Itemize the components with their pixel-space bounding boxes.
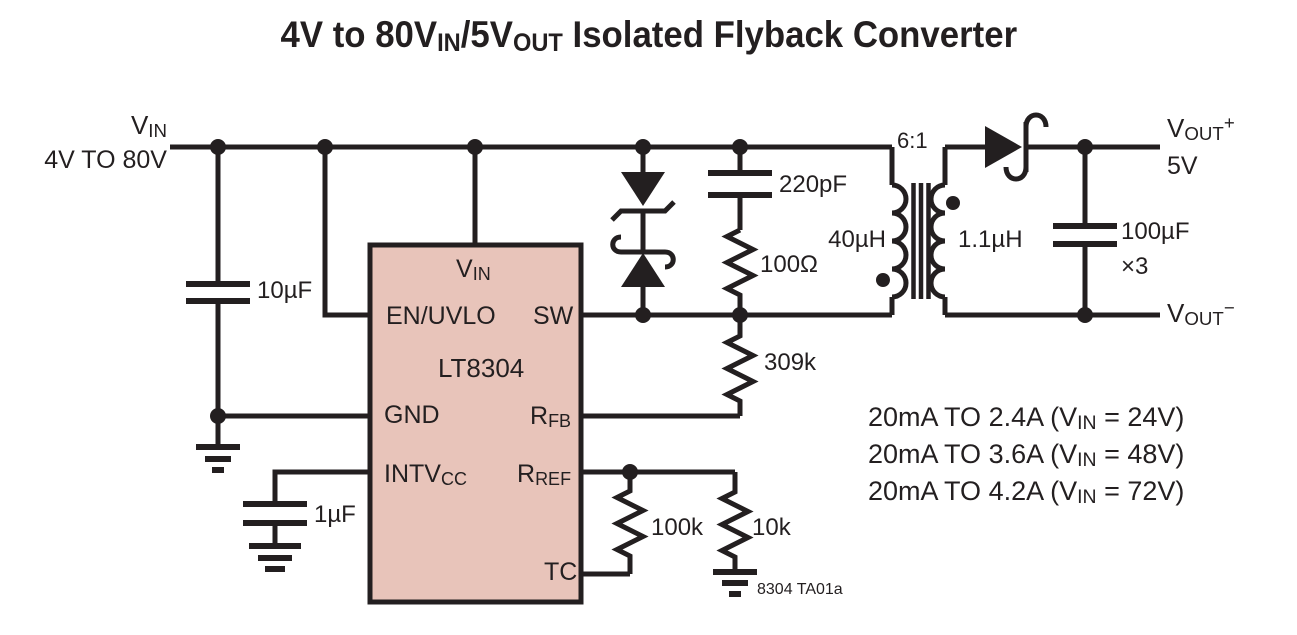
title-part2: /5V xyxy=(460,14,513,55)
pin-label-sw: SW xyxy=(533,302,574,330)
pin-rfb-sub: FB xyxy=(548,411,572,432)
label-primary-inductance: 40µH xyxy=(828,226,886,253)
output-voltage-label: 5V xyxy=(1167,152,1198,180)
intvcc-cap-1uf xyxy=(243,469,370,546)
load-note-line: 20mA TO 2.4A (VIN = 24V) xyxy=(868,400,1184,437)
output-neg-label: VOUT− xyxy=(1167,297,1235,330)
vout-neg-sup: − xyxy=(1223,297,1235,319)
junction-dots xyxy=(210,139,1093,480)
vout-pos-sup: + xyxy=(1223,112,1235,134)
label-ref-res-value: 100k xyxy=(651,514,704,541)
note1-post: = 48V) xyxy=(1096,439,1185,469)
label-snubber-res-value: 100Ω xyxy=(760,251,818,278)
label-tc-res-value: 10k xyxy=(752,514,791,541)
note2-post: = 72V) xyxy=(1096,476,1185,506)
title-part3: Isolated Flyback Converter xyxy=(562,14,1017,55)
load-capability-notes: 20mA TO 2.4A (VIN = 24V) 20mA TO 3.6A (V… xyxy=(868,400,1184,511)
tc-ground-symbol xyxy=(713,569,757,597)
snubber-network xyxy=(708,147,772,315)
input-vin-sub: IN xyxy=(148,120,167,142)
pin-intvcc-base: INTV xyxy=(384,460,441,488)
ic-body xyxy=(367,242,584,605)
pin-label-intvcc: INTVCC xyxy=(384,460,467,490)
ic-part-number: LT8304 xyxy=(438,353,525,383)
label-fb-res-value: 309k xyxy=(764,349,817,376)
transformer xyxy=(876,147,960,315)
vout-neg-sub: OUT xyxy=(1184,308,1224,330)
output-cap-100uf xyxy=(1053,147,1117,315)
input-ground-symbol xyxy=(196,416,240,473)
primary-phase-dot xyxy=(876,273,890,287)
label-input-cap-value: 10µF xyxy=(257,277,313,304)
pin-vin-base: V xyxy=(456,255,473,283)
label-secondary-inductance: 1.1µH xyxy=(958,226,1023,253)
pin-vin-sub: IN xyxy=(472,264,491,285)
pin-intvcc-sub: CC xyxy=(440,469,467,490)
fb-resistor-309k xyxy=(581,315,759,419)
vout-neg-base: V xyxy=(1167,298,1185,328)
input-bypass-cap-10uf xyxy=(186,147,250,416)
enuvlo-wire xyxy=(322,147,370,318)
title-part1: 4V to 80V xyxy=(280,14,437,55)
figure-reference: 8304 TA01a xyxy=(757,581,843,598)
note2-pre: 20mA TO 4.2A (V xyxy=(868,476,1078,506)
pin-label-enuvlo: EN/UVLO xyxy=(386,302,496,330)
load-note-line: 20mA TO 4.2A (VIN = 72V) xyxy=(868,474,1184,511)
label-output-cap-value: 100µF xyxy=(1121,218,1190,245)
vout-pos-base: V xyxy=(1167,113,1185,143)
pin-rref-base: R xyxy=(517,460,536,488)
ref-resistor-100k xyxy=(581,472,649,577)
pin-label-vin: VIN xyxy=(456,255,491,285)
figure-title: 4V to 80VIN/5VOUT Isolated Flyback Conve… xyxy=(0,14,1297,58)
label-turns-ratio: 6:1 xyxy=(897,128,928,153)
note0-sub: IN xyxy=(1077,412,1097,435)
tc-resistor-10k xyxy=(716,472,754,572)
pin-label-tc: TC xyxy=(544,558,578,586)
output-pos-label: VOUT+ xyxy=(1167,112,1235,145)
output-diode xyxy=(945,112,1160,182)
clamp-zener-schottky-diode xyxy=(610,147,676,315)
vout-pos-sub: OUT xyxy=(1184,123,1224,145)
label-output-cap-qty: ×3 xyxy=(1121,253,1149,280)
load-note-line: 20mA TO 3.6A (VIN = 48V) xyxy=(868,437,1184,474)
title-sub1: IN xyxy=(436,29,461,58)
pin-rfb-base: R xyxy=(530,402,549,430)
note0-post: = 24V) xyxy=(1096,402,1185,432)
title-sub2: OUT xyxy=(512,29,563,58)
secondary-phase-dot xyxy=(946,196,960,210)
input-vin-label: VIN xyxy=(130,110,167,142)
note1-sub: IN xyxy=(1077,449,1097,472)
pin-label-gnd: GND xyxy=(384,401,440,429)
input-range-label: 4V TO 80V xyxy=(44,146,167,174)
pin-label-rfb: RFB xyxy=(530,402,572,432)
pin-rref-sub: REF xyxy=(535,469,572,490)
label-snubber-cap-value: 220pF xyxy=(779,171,848,198)
note1-pre: 20mA TO 3.6A (V xyxy=(868,439,1078,469)
ic-rect xyxy=(367,242,584,605)
pin-label-rref: RREF xyxy=(517,460,572,490)
input-vin-base: V xyxy=(130,110,149,140)
label-intvcc-cap-value: 1µF xyxy=(314,501,356,528)
intvcc-ground-symbol xyxy=(249,543,301,572)
note0-pre: 20mA TO 2.4A (V xyxy=(868,402,1078,432)
note2-sub: IN xyxy=(1077,486,1097,509)
